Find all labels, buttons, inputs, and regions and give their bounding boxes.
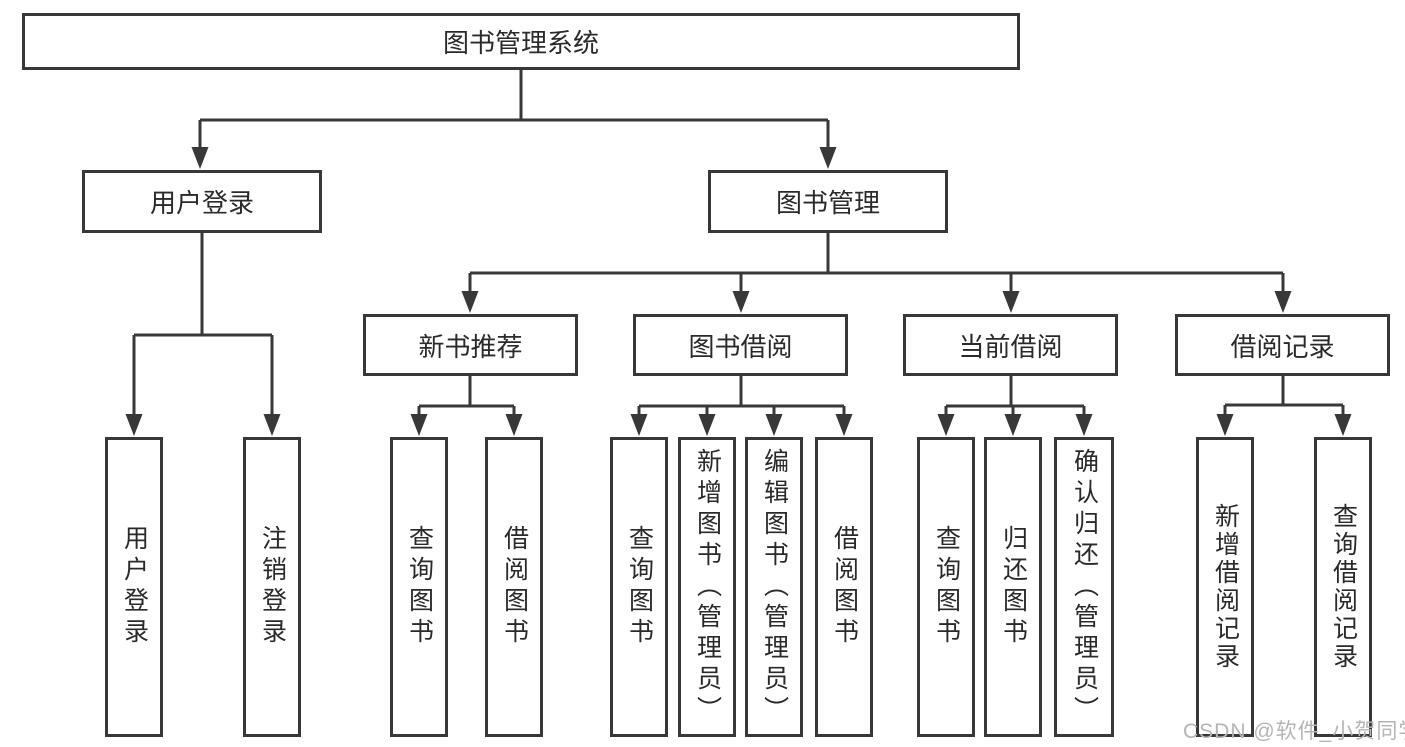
node-book-borrow: 图书借阅	[633, 314, 848, 376]
leaf-user-login: 用户登录	[105, 437, 163, 737]
leaf-borrow-query: 查询图书	[610, 437, 668, 737]
leaf-current-return: 归还图书	[984, 437, 1042, 737]
node-root: 图书管理系统	[22, 13, 1020, 70]
leaf-borrow-edit-admin: 编辑图书（管理员）	[745, 437, 803, 737]
node-current-borrow: 当前借阅	[903, 314, 1118, 376]
connector-book-borrow	[630, 376, 853, 436]
leaf-records-add: 新增借阅记录	[1196, 437, 1254, 737]
connector-user-login	[125, 233, 281, 436]
connector-book-mgmt	[461, 233, 1292, 313]
leaf-current-confirm-admin: 确认归还（管理员）	[1054, 437, 1114, 737]
leaf-newbooks-borrow: 借阅图书	[485, 437, 543, 737]
leaf-borrow-add-admin: 新增图书（管理员）	[678, 437, 736, 737]
connector-current-borrow	[937, 376, 1093, 436]
leaf-newbooks-query: 查询图书	[390, 437, 448, 737]
watermark-text: CSDN @软件_小贺同学	[1183, 720, 1405, 743]
leaf-current-query: 查询图书	[917, 437, 975, 737]
leaf-logout: 注销登录	[243, 437, 301, 737]
node-new-books: 新书推荐	[363, 314, 578, 376]
leaf-records-query: 查询借阅记录	[1314, 437, 1372, 737]
node-book-borrow-label: 图书借阅	[688, 331, 793, 362]
connector-borrow-records	[1216, 376, 1352, 436]
node-new-books-label: 新书推荐	[418, 331, 523, 362]
node-root-label: 图书管理系统	[442, 28, 599, 58]
node-user-login-label: 用户登录	[149, 188, 254, 218]
node-current-borrow-label: 当前借阅	[958, 331, 1063, 362]
node-book-mgmt-label: 图书管理	[775, 188, 880, 218]
node-book-mgmt: 图书管理	[708, 170, 948, 233]
connector-root	[191, 70, 837, 169]
node-user-login: 用户登录	[82, 170, 322, 233]
leaf-borrow-borrow: 借阅图书	[815, 437, 873, 737]
node-borrow-records: 借阅记录	[1175, 314, 1390, 376]
connector-new-books	[410, 376, 523, 436]
node-borrow-records-label: 借阅记录	[1230, 331, 1335, 362]
